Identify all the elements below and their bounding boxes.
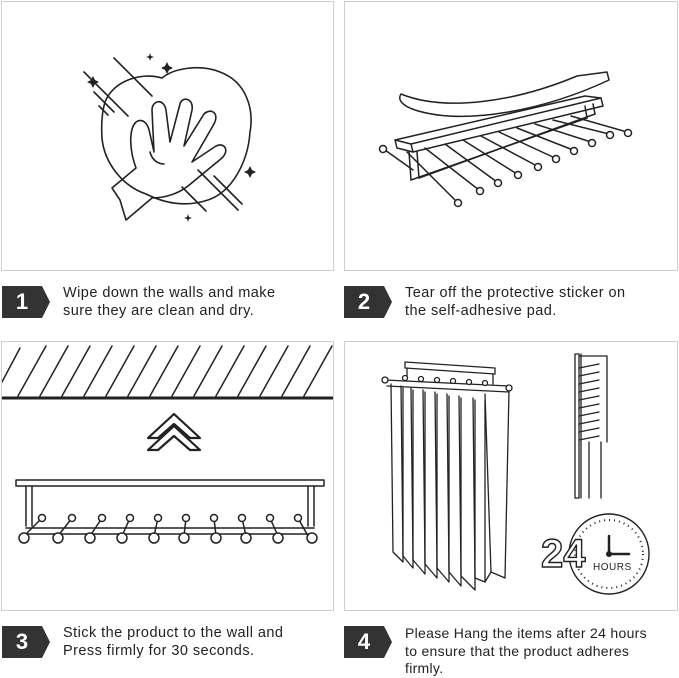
step-number: 1 <box>15 289 29 314</box>
step-4-caption: Please Hang the items after 24 hours to … <box>405 625 647 678</box>
step-number: 4 <box>357 629 371 654</box>
panel-step-4: 24 HOURS <box>344 341 678 611</box>
step-badge-3: 3 <box>2 626 50 658</box>
wall-mount-icon <box>2 345 333 544</box>
panel-step-3 <box>1 341 334 611</box>
step-1-caption: Wipe down the walls and make sure they a… <box>63 285 275 320</box>
hanging-items-icon <box>381 353 608 591</box>
clock-unit: HOURS <box>593 562 632 573</box>
step-2-caption: Tear off the protective sticker on the s… <box>405 285 626 320</box>
caption-line: Press firmly for 30 seconds. <box>63 642 255 659</box>
step-1-row: 1 Wipe down the walls and make sure they… <box>2 285 275 320</box>
clock-icon <box>568 513 650 595</box>
caption-line: firmly. <box>405 660 444 676</box>
caption-line: Wipe down the walls and make <box>63 285 276 301</box>
peel-sticker-icon <box>378 71 633 208</box>
step-badge-2: 2 <box>344 286 392 318</box>
panel-step-1 <box>1 1 334 271</box>
step-badge-1: 1 <box>2 286 50 318</box>
cleaning-hand-icon <box>83 53 256 222</box>
caption-line: sure they are clean and dry. <box>63 302 255 319</box>
step-2-row: 2 Tear off the protective sticker on the… <box>344 285 626 320</box>
step-number: 2 <box>357 289 371 314</box>
clock-number: 24 <box>540 532 586 576</box>
step-3-caption: Stick the product to the wall and Press … <box>63 625 283 660</box>
step-3-row: 3 Stick the product to the wall and Pres… <box>2 625 283 660</box>
caption-line: Stick the product to the wall and <box>63 625 284 641</box>
step-number: 3 <box>15 629 29 654</box>
panel-step-2 <box>344 1 678 271</box>
step-4-row: 4 Please Hang the items after 24 hours t… <box>344 625 647 678</box>
caption-line: to ensure that the product adheres <box>405 642 630 659</box>
caption-line: Please Hang the items after 24 hours <box>405 625 647 641</box>
caption-line: the self-adhesive pad. <box>405 302 557 319</box>
caption-line: Tear off the protective sticker on <box>405 285 626 301</box>
step-badge-4: 4 <box>344 626 392 658</box>
